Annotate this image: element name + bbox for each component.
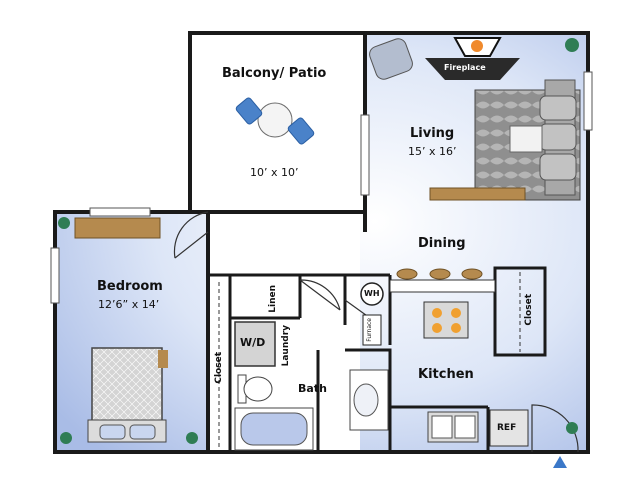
plant-icon — [58, 38, 579, 444]
desk-icon — [74, 217, 161, 239]
bath-title: Bath — [298, 382, 327, 395]
bar-stool-icon — [396, 268, 483, 280]
closet-rods — [218, 272, 521, 450]
walls — [53, 31, 590, 454]
balcony-dims: 10’ x 10’ — [250, 166, 299, 179]
bathtub-icon — [234, 407, 314, 451]
balcony-title: Balcony/ Patio — [222, 66, 327, 81]
refrigerator-icon — [489, 409, 529, 447]
door-swings — [173, 211, 579, 453]
armchair-icon — [369, 38, 413, 80]
water-heater-label: WH — [364, 289, 380, 298]
patio-chair-icon — [235, 97, 315, 145]
furnace-icon — [362, 314, 382, 346]
furnace-label: Furnace — [366, 318, 373, 342]
fireplace-icon — [425, 37, 520, 80]
linen-label: Linen — [268, 285, 278, 313]
dining-title: Dining — [418, 236, 466, 251]
bar-counter — [389, 279, 496, 293]
bedroom-dims: 12’6” x 14’ — [98, 298, 160, 311]
toilet-icon — [237, 374, 273, 404]
bedroom-title: Bedroom — [97, 279, 163, 294]
closet-bedroom-label: Closet — [214, 352, 224, 384]
kitchen-sink-icon — [427, 411, 479, 443]
laundry-label: Laundry — [281, 325, 291, 367]
closet-kitchen-label: Closet — [524, 294, 534, 326]
living-title: Living — [410, 126, 455, 141]
kitchen-title: Kitchen — [418, 367, 474, 382]
living-dims: 15’ x 16’ — [408, 145, 457, 158]
entry-arrow-icon — [553, 456, 567, 468]
windows — [50, 71, 593, 304]
stove-icon — [423, 301, 469, 339]
fireplace-label: Fireplace — [444, 63, 486, 72]
wd-label: W/D — [240, 336, 266, 349]
sink-icon — [349, 369, 389, 431]
ref-label: REF — [497, 423, 517, 433]
sofa-icon — [429, 79, 581, 201]
bed-icon — [87, 347, 168, 443]
water-heater-icon — [360, 282, 384, 306]
washer-dryer-icon — [234, 321, 276, 367]
